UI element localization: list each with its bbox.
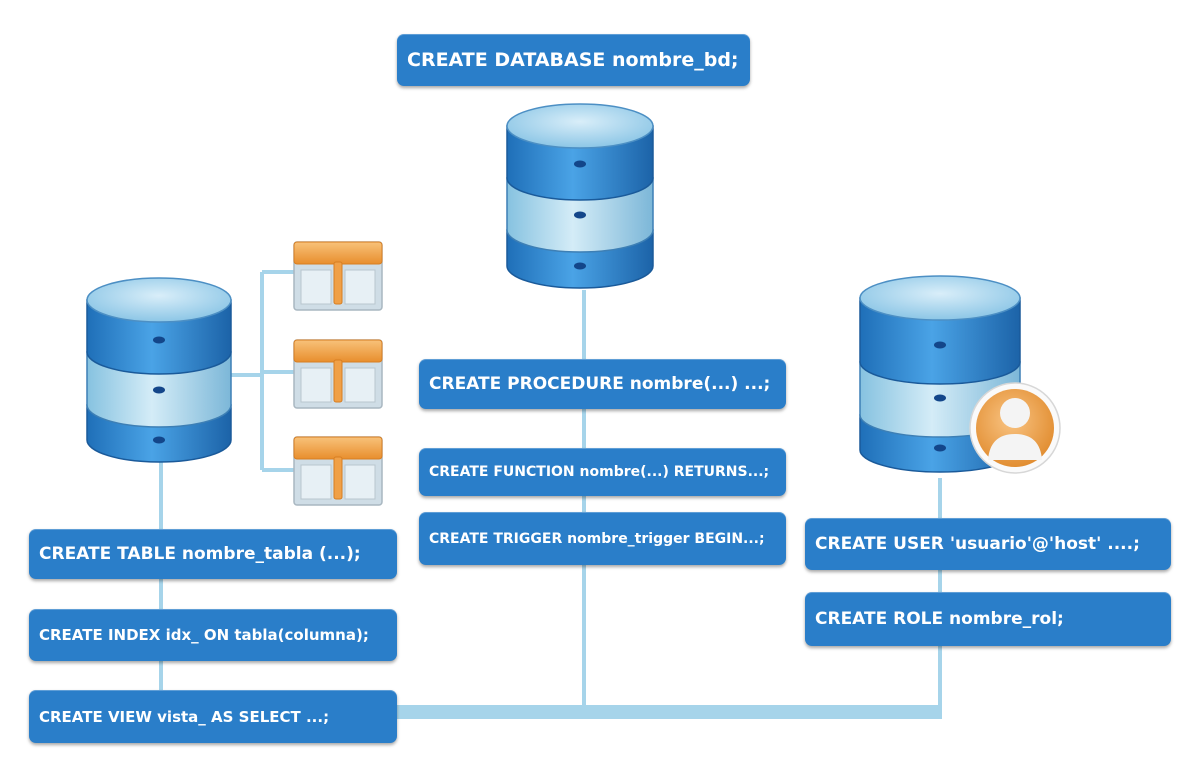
database-icon <box>506 103 654 289</box>
create-index-label: CREATE INDEX idx_ ON tabla(columna); <box>29 609 397 661</box>
database-icon <box>86 277 232 463</box>
create-role-label: CREATE ROLE nombre_rol; <box>805 592 1171 646</box>
table-icon <box>293 339 383 409</box>
create-function-label: CREATE FUNCTION nombre(...) RETURNS...; <box>419 448 786 496</box>
table-icon <box>293 241 383 311</box>
create-trigger-label: CREATE TRIGGER nombre_trigger BEGIN...; <box>419 512 786 565</box>
create-database-label: CREATE DATABASE nombre_bd; <box>397 34 750 86</box>
database-icon <box>859 275 1021 473</box>
user-avatar-icon <box>969 382 1061 474</box>
create-procedure-label: CREATE PROCEDURE nombre(...) ...; <box>419 359 786 409</box>
table-icon <box>293 436 383 506</box>
create-table-label: CREATE TABLE nombre_tabla (...); <box>29 529 397 579</box>
create-user-label: CREATE USER 'usuario'@'host' ....; <box>805 518 1171 570</box>
create-view-label: CREATE VIEW vista_ AS SELECT ...; <box>29 690 397 743</box>
